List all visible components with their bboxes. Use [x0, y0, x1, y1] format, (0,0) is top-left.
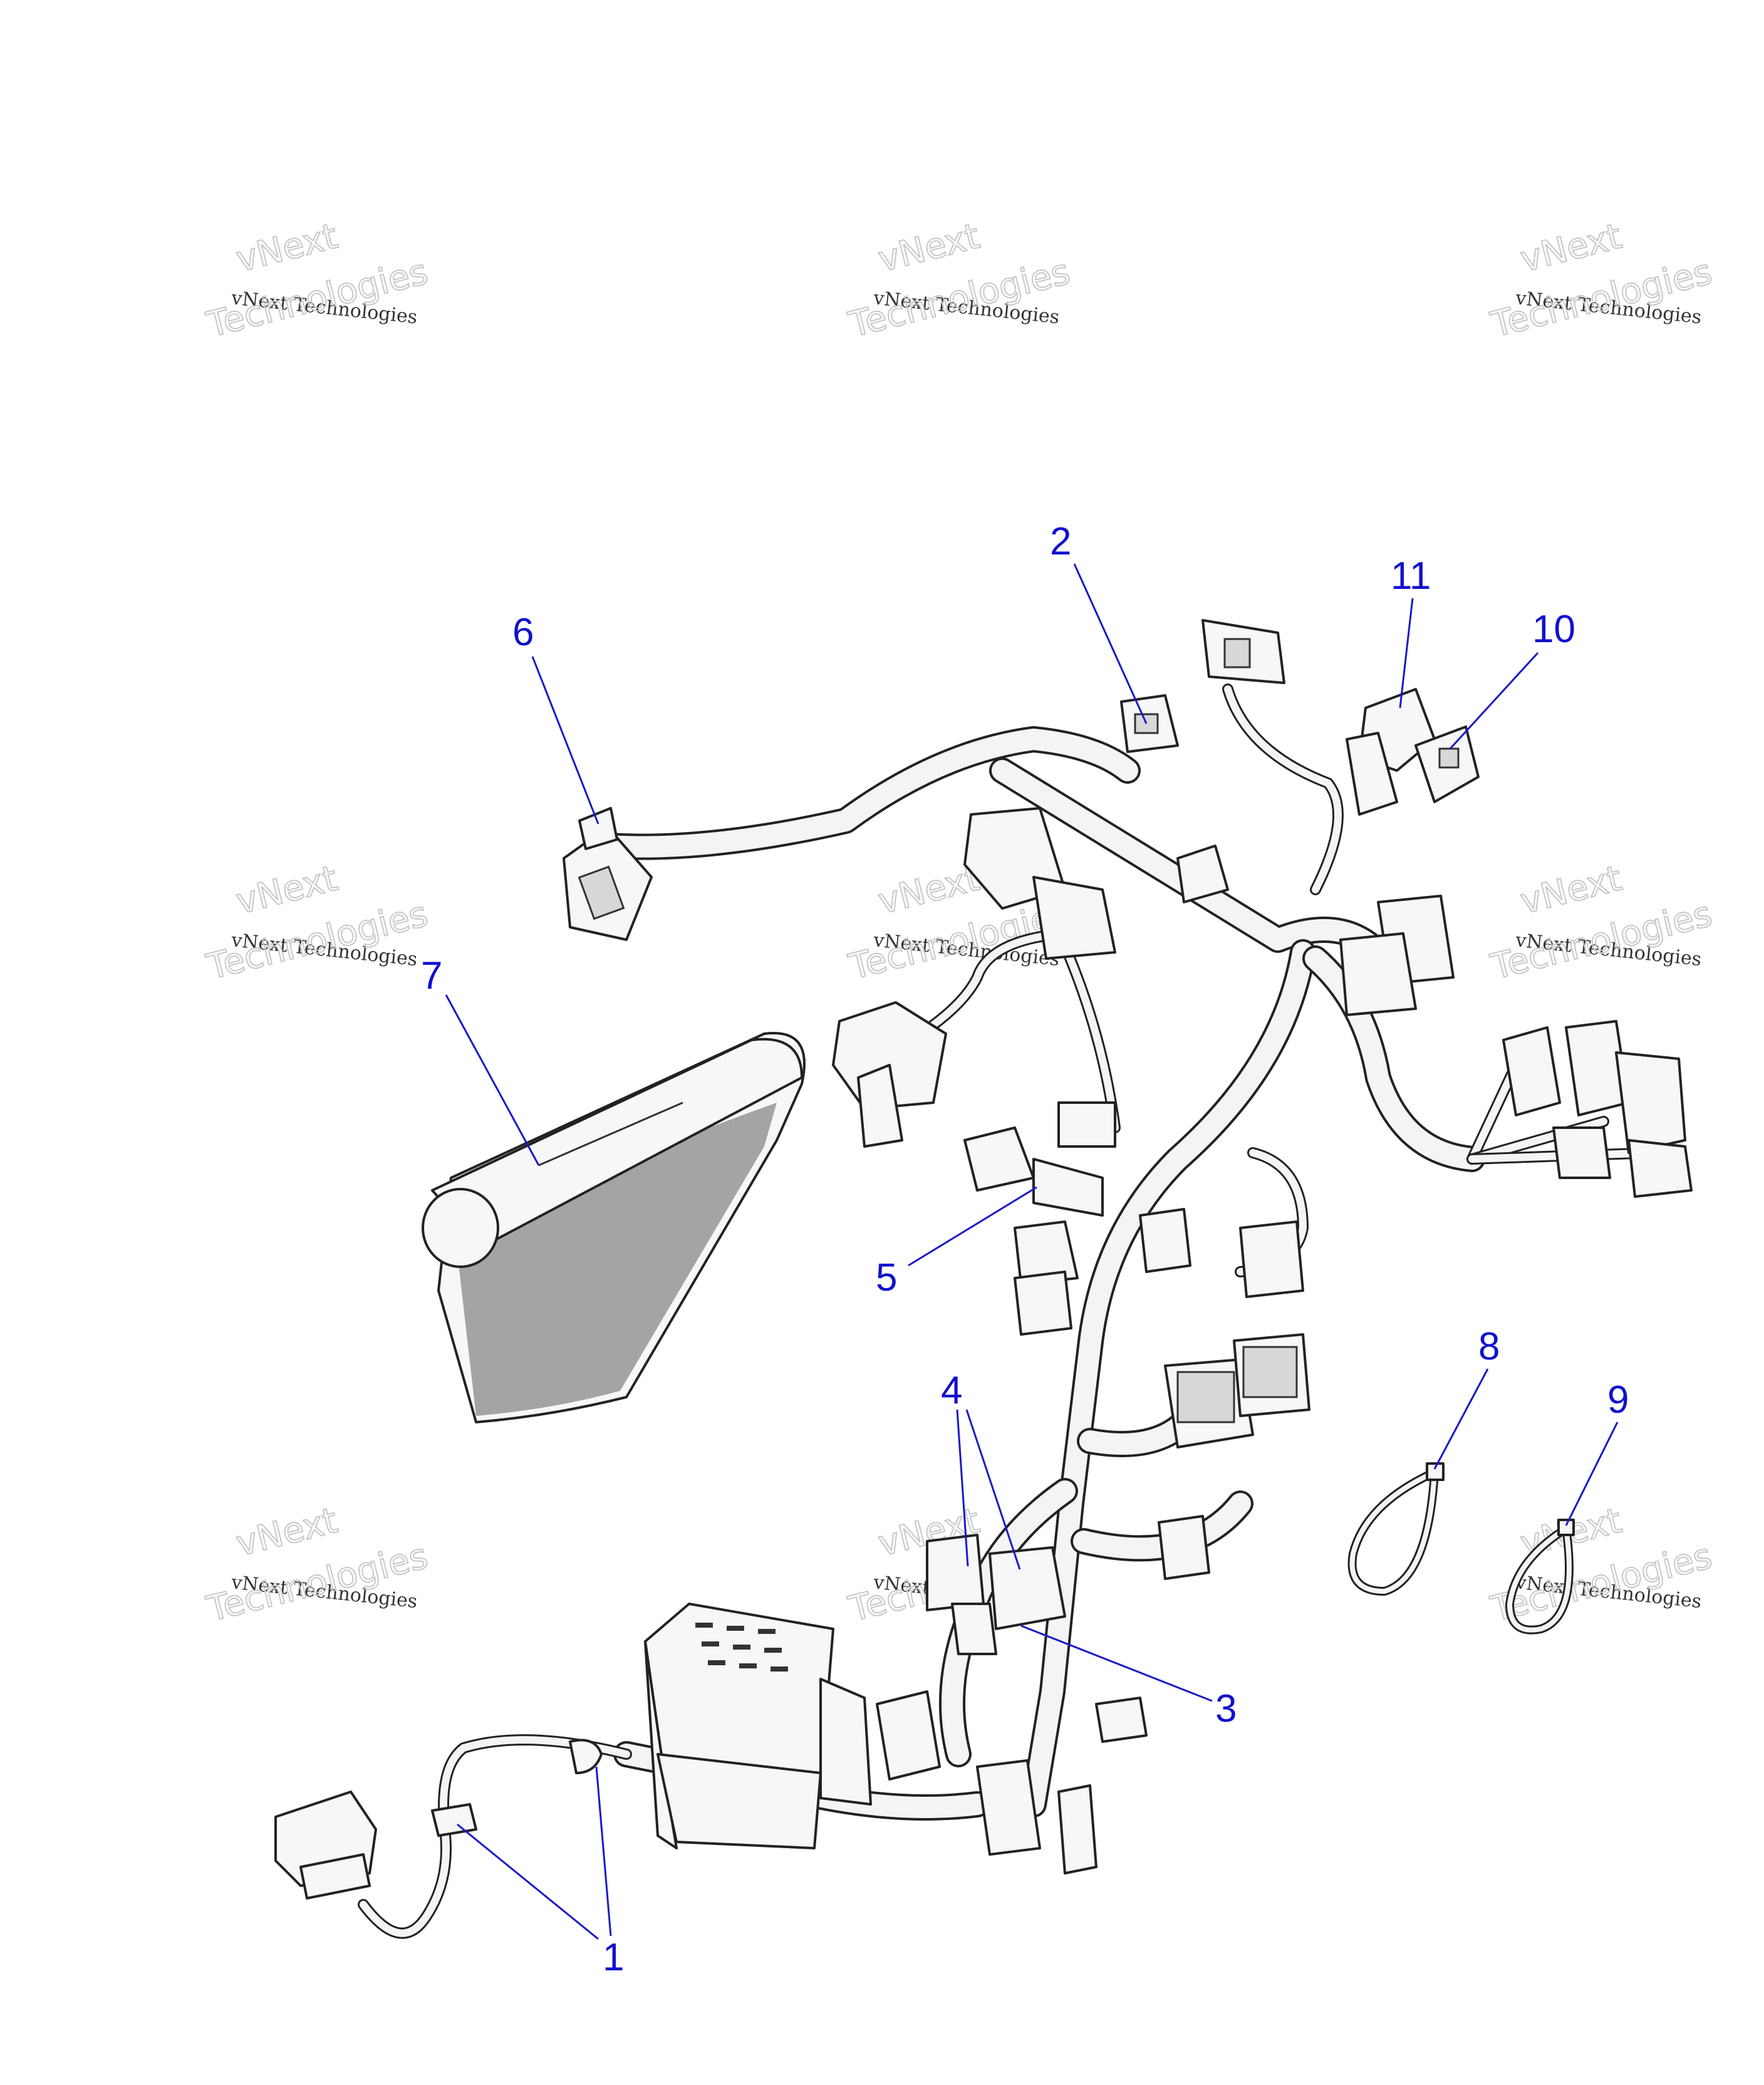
- watermark-technologies: Technologies: [203, 893, 432, 987]
- watermark-technologies: Technologies: [203, 1536, 432, 1630]
- leader-4b: [965, 1409, 1021, 1570]
- callout-7: 7: [421, 954, 442, 997]
- connector-1-end: [274, 1791, 377, 1900]
- leader-1a: [595, 1766, 612, 1937]
- watermark-top-right: vNext vNext Technologies Technologies: [1486, 216, 1717, 346]
- watermark-vnext: vNext: [232, 216, 341, 281]
- connector-top-block: [1201, 619, 1285, 684]
- connector-10: [1414, 725, 1480, 803]
- leader-11: [1399, 598, 1414, 709]
- callout-labels: 1 2 3 4 5 6 7 8 9 10 11: [421, 520, 1629, 1979]
- part-7-sleeve: [422, 1032, 806, 1423]
- connector-trunk-mid: [1014, 1208, 1304, 1336]
- leader-5: [908, 1186, 1037, 1267]
- leader-2: [1073, 563, 1148, 724]
- harness-trunk: [594, 726, 1485, 1821]
- leader-1b: [457, 1823, 599, 1940]
- watermark-top-center: vNext vNext Technologies Technologies: [844, 216, 1075, 346]
- leader-7: [445, 994, 540, 1166]
- callout-11: 11: [1391, 554, 1431, 598]
- callout-5: 5: [876, 1256, 897, 1299]
- connector-right-crossbar: [1339, 895, 1455, 1016]
- connector-5: [963, 1101, 1116, 1217]
- sleeve-opening: [422, 1188, 499, 1268]
- watermark-top-left: vNext vNext Technologies Technologies: [202, 216, 433, 346]
- watermark-technologies: Technologies: [845, 251, 1074, 345]
- connector-6: [563, 807, 653, 941]
- leader-3: [1020, 1625, 1213, 1702]
- part-9-zip-tie: [1505, 1519, 1575, 1635]
- watermark-technologies: Technologies: [203, 251, 432, 345]
- connector-left-middle: [832, 1001, 947, 1148]
- fuse-box: [644, 1603, 872, 1849]
- clip-1: [431, 1739, 603, 1837]
- leader-6: [531, 656, 599, 824]
- watermark-vnext: vNext: [232, 858, 341, 923]
- connector-small-right: [1158, 1515, 1210, 1580]
- callout-8: 8: [1478, 1325, 1500, 1368]
- leader-10: [1449, 652, 1539, 750]
- connector-lower: [876, 1690, 1148, 1874]
- connectors: [274, 619, 1693, 1900]
- leader-9: [1565, 1422, 1619, 1526]
- connector-2: [1120, 694, 1179, 753]
- leader-4a: [956, 1409, 969, 1567]
- callout-1: 1: [603, 1936, 624, 1979]
- watermark-technologies: Technologies: [1487, 251, 1716, 345]
- watermark-vnext: vNext: [1517, 216, 1626, 281]
- connector-large-pair: [1164, 1333, 1310, 1448]
- watermark-technologies: Technologies: [1487, 893, 1716, 987]
- watermark-technologies: Technologies: [1487, 1536, 1716, 1630]
- callout-10: 10: [1532, 608, 1575, 651]
- callout-3: 3: [1215, 1687, 1237, 1730]
- connector-4: [926, 1534, 1066, 1655]
- leader-lines: [445, 563, 1619, 1940]
- watermark-vnext: vNext: [874, 216, 983, 281]
- callout-9: 9: [1607, 1378, 1629, 1422]
- watermark-mid-left: vNext vNext Technologies Technologies: [202, 858, 433, 989]
- callout-4: 4: [941, 1369, 962, 1412]
- watermark-vnext: vNext: [232, 1500, 341, 1565]
- leader-8: [1433, 1368, 1489, 1470]
- watermark-group: vNext vNext Technologies Technologies vN…: [202, 216, 1717, 1631]
- connector-cluster-right: [1502, 1020, 1693, 1198]
- connector-11: [1346, 688, 1436, 816]
- callout-2: 2: [1050, 520, 1071, 563]
- watermark-mid-right: vNext vNext Technologies Technologies: [1486, 858, 1717, 989]
- watermark-bottom-left: vNext vNext Technologies Technologies: [202, 1500, 433, 1631]
- watermark-vnext: vNext: [1517, 858, 1626, 923]
- part-8-zip-tie: [1347, 1462, 1445, 1596]
- callout-6: 6: [512, 611, 534, 654]
- connector-cluster-center: [963, 807, 1229, 960]
